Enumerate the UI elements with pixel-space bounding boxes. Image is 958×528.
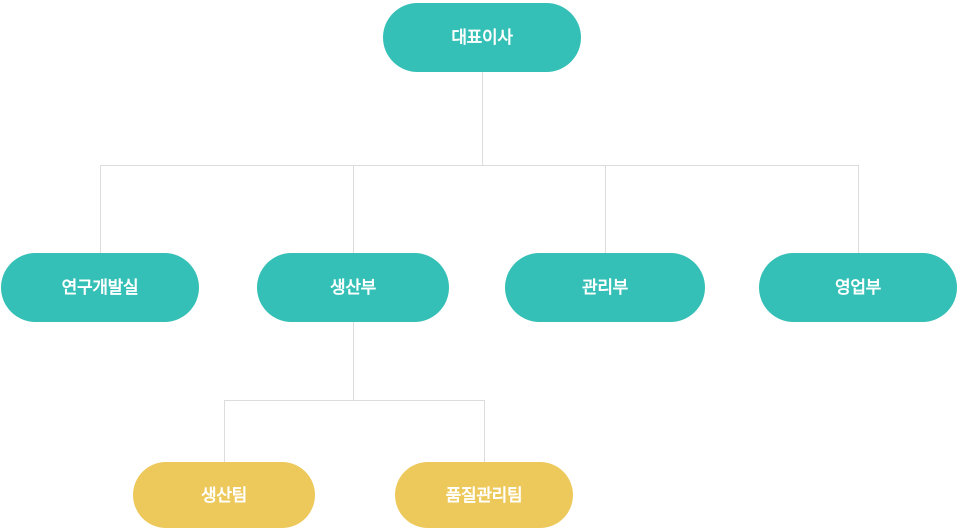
connector-drop-production-team <box>224 400 225 462</box>
org-node-rnd-office: 연구개발실 <box>1 253 199 322</box>
connector-drop-sales <box>858 165 859 253</box>
org-node-label: 관리부 <box>581 278 629 297</box>
org-node-label: 생산부 <box>329 278 377 297</box>
connector-drop-rnd <box>100 165 101 253</box>
org-node-label: 생산팀 <box>200 485 248 505</box>
connector-level1-bar <box>100 165 858 166</box>
org-node-label: 대표이사 <box>451 28 513 47</box>
org-node-ceo: 대표이사 <box>383 3 581 72</box>
org-node-label: 품질관리팀 <box>445 485 523 505</box>
connector-drop-management <box>605 165 606 253</box>
connector-drop-production <box>353 165 354 253</box>
connector-level2-bar <box>224 400 484 401</box>
connector-production-drop <box>353 322 354 400</box>
org-node-management-dept: 관리부 <box>505 253 705 322</box>
org-node-label: 연구개발실 <box>61 278 139 297</box>
org-node-sales-dept: 영업부 <box>759 253 957 322</box>
org-node-production-team: 생산팀 <box>133 462 315 528</box>
org-node-qc-team: 품질관리팀 <box>395 462 573 528</box>
connector-drop-qc-team <box>484 400 485 462</box>
org-node-production-dept: 생산부 <box>257 253 449 322</box>
connector-root-drop <box>482 72 483 165</box>
org-node-label: 영업부 <box>834 278 882 297</box>
